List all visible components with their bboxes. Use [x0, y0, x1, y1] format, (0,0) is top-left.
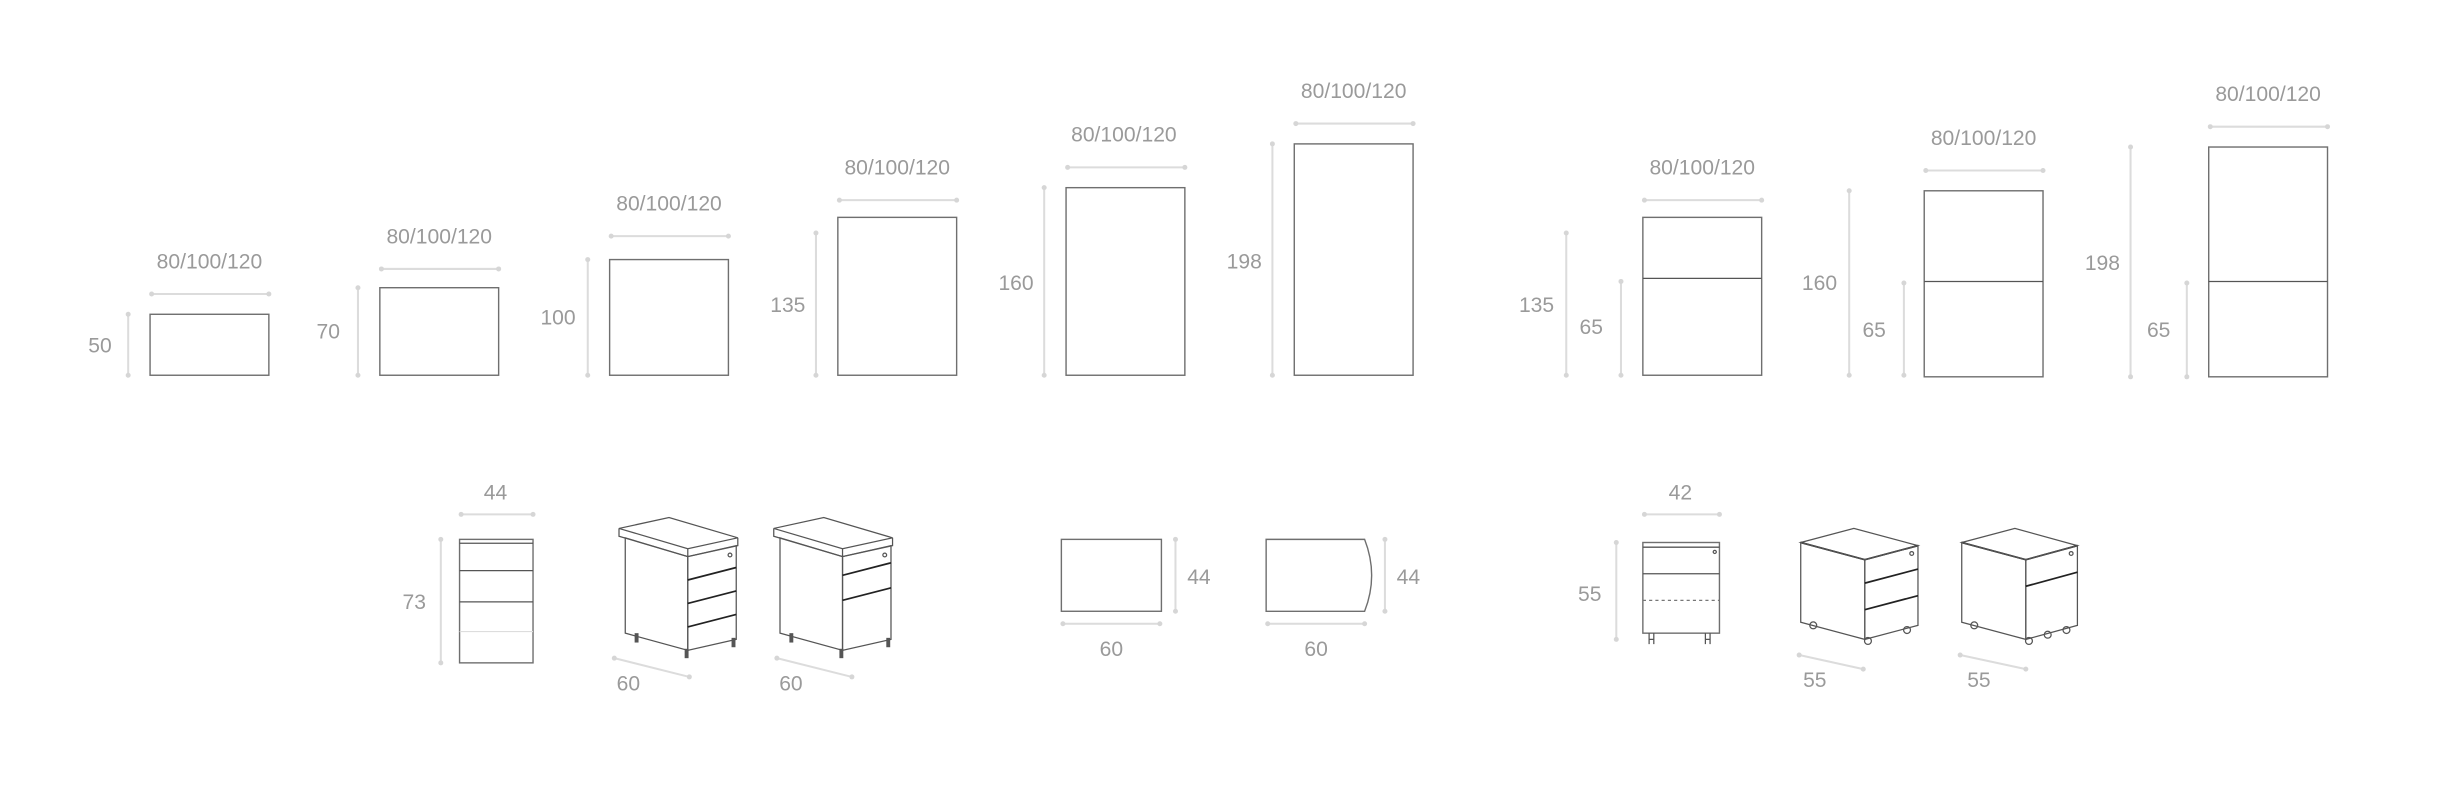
depth-label: 55	[1803, 669, 1826, 692]
height-label: 50	[88, 335, 111, 358]
height-label: 73	[402, 591, 425, 614]
desk-top-outline	[1265, 538, 1373, 612]
bookcase-70: 80/100/120 70	[317, 225, 502, 378]
width-label: 80/100/120	[616, 192, 722, 215]
bookcase-100: 80/100/120 100	[540, 192, 731, 378]
depth-label: 44	[1397, 566, 1421, 589]
mobile-pedestal-iso-2-drawers: 55	[1957, 527, 2080, 692]
depth-dimension-line	[614, 657, 690, 678]
height-label: 160	[998, 272, 1033, 295]
height-label: 160	[1802, 272, 1837, 295]
width-label: 60	[1304, 638, 1327, 661]
bookcase-front-outline	[1642, 216, 1763, 376]
fixed-pedestal-iso-4-drawers: 60	[611, 516, 739, 695]
split-bookcase-135: 80/100/120 135 65	[1519, 156, 1765, 378]
height-label: 55	[1578, 583, 1601, 606]
split-bookcase-198: 80/100/120 198 65	[2085, 83, 2331, 380]
width-label: 80/100/120	[1301, 80, 1407, 103]
depth-label: 60	[617, 672, 640, 695]
lower-height-label: 65	[1580, 316, 1603, 339]
width-label: 80/100/120	[1649, 156, 1755, 179]
desk-top-rectangular: 44 60	[1060, 536, 1211, 661]
width-label: 42	[1669, 482, 1692, 505]
depth-dimension-line	[1798, 654, 1864, 671]
width-label: 80/100/120	[844, 156, 950, 179]
mobile-pedestal-iso-3-drawers: 55	[1796, 527, 1921, 692]
bookcase-front-outline	[1293, 143, 1414, 376]
bookcase-front-outline	[2208, 146, 2329, 378]
width-label: 80/100/120	[1931, 127, 2037, 150]
bookcase-front-outline	[837, 216, 958, 376]
height-label: 198	[2085, 252, 2120, 275]
height-label: 135	[770, 294, 805, 317]
fixed-pedestal-front-view: 44 73	[402, 482, 536, 666]
height-label: 135	[1519, 294, 1554, 317]
depth-label: 55	[1967, 669, 1990, 692]
depth-label: 44	[1187, 566, 1211, 589]
depth-label: 60	[779, 672, 802, 695]
width-label: 60	[1100, 638, 1123, 661]
bookcase-front-outline	[1923, 190, 2044, 378]
pedestal-outline	[458, 538, 534, 664]
bookcase-front-outline	[608, 258, 730, 376]
mobile-pedestal-front-view: 42 55	[1578, 482, 1722, 645]
depth-dimension-line	[776, 657, 853, 678]
split-bookcase-160: 80/100/120 160 65	[1802, 127, 2046, 378]
width-label: 80/100/120	[2215, 83, 2321, 106]
desk-top-curved: 44 60	[1265, 536, 1421, 661]
width-label: 80/100/120	[1071, 124, 1177, 147]
bookcase-198: 80/100/120 198	[1227, 80, 1416, 378]
height-label: 198	[1227, 250, 1262, 273]
bookcase-front-outline	[1065, 186, 1186, 376]
pedestal-outline	[1642, 541, 1721, 634]
width-label: 80/100/120	[386, 225, 492, 248]
bookcase-50: 80/100/120 50	[88, 250, 272, 378]
bookcase-front-outline	[379, 287, 500, 376]
bookcase-135: 80/100/120 135	[770, 156, 960, 378]
width-label: 44	[484, 482, 508, 505]
depth-dimension-line	[1959, 654, 2027, 671]
bookcase-160: 80/100/120 160	[998, 124, 1188, 378]
height-label: 100	[540, 307, 575, 330]
fixed-pedestal-iso-3-drawers: 60	[773, 516, 894, 695]
lower-height-label: 65	[2147, 319, 2170, 342]
bookcase-front-outline	[149, 313, 270, 376]
height-label: 70	[317, 321, 340, 344]
lower-height-label: 65	[1862, 319, 1885, 342]
width-label: 80/100/120	[157, 250, 263, 273]
desk-top-outline	[1060, 538, 1163, 612]
